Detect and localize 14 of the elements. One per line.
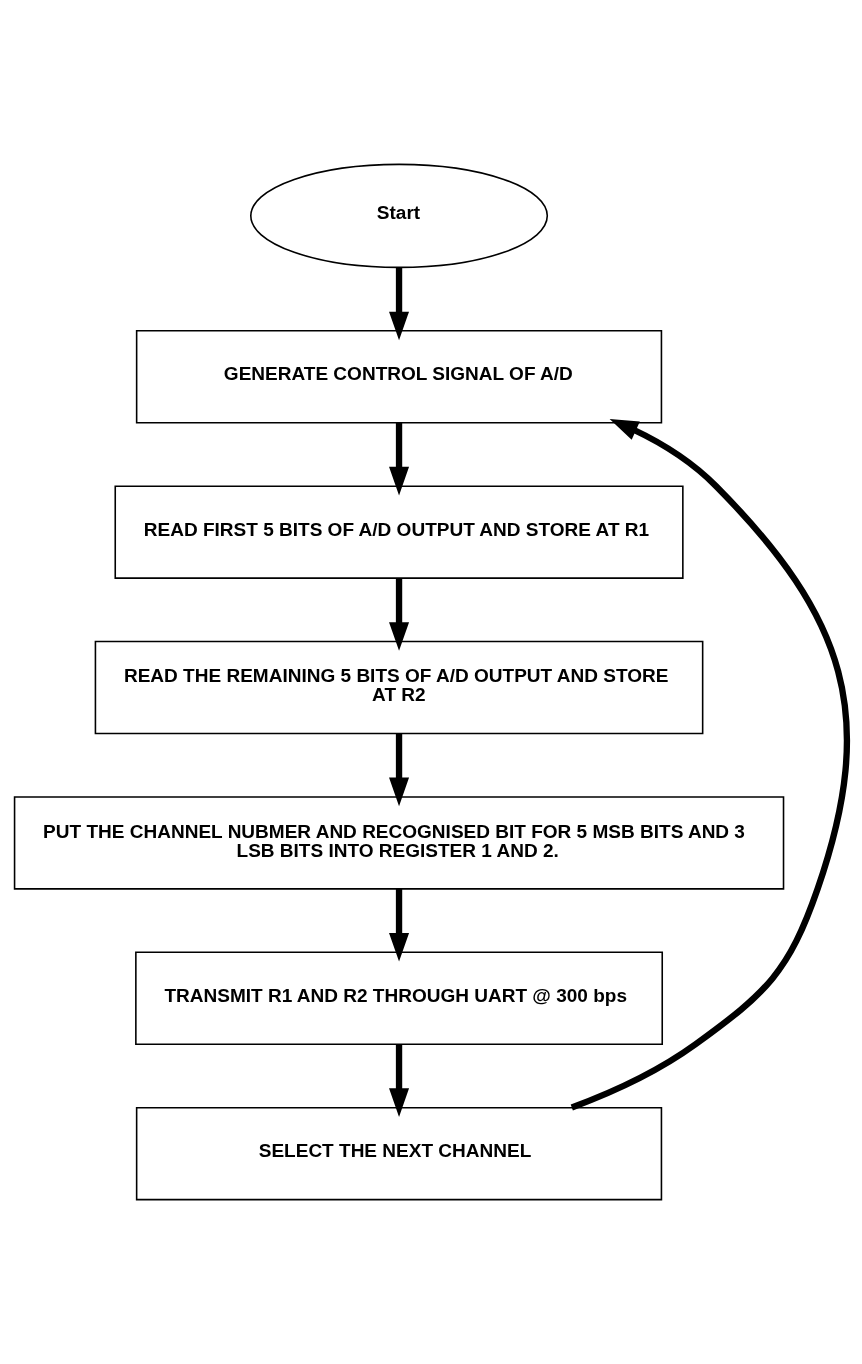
node-ellipse: Start — [250, 163, 549, 269]
arrow — [389, 267, 410, 341]
node-box: READ THE REMAINING 5 BITS OF A/D OUTPUT AND STORE AT R2 — [94, 640, 704, 735]
arrow — [389, 422, 410, 496]
arrow — [570, 419, 850, 1111]
node-box: PUT THE CHANNEL NUBMER AND RECOGNISED BIT FOR 5 MSB BITS AND 3 LSB BITS INTO REGISTER 1 AND 2. — [13, 796, 785, 890]
node-box: GENERATE CONTROL SIGNAL OF A/D — [135, 330, 663, 424]
arrow — [389, 1044, 410, 1117]
arrow — [389, 888, 410, 962]
node-box: SELECT THE NEXT CHANNEL — [135, 1106, 663, 1201]
node-box: TRANSMIT R1 AND R2 THROUGH UART @ 300 bps — [135, 951, 664, 1046]
node-box: READ FIRST 5 BITS OF A/D OUTPUT AND STORE AT R1 — [114, 485, 684, 579]
arrow — [389, 578, 410, 651]
arrow — [389, 733, 410, 807]
